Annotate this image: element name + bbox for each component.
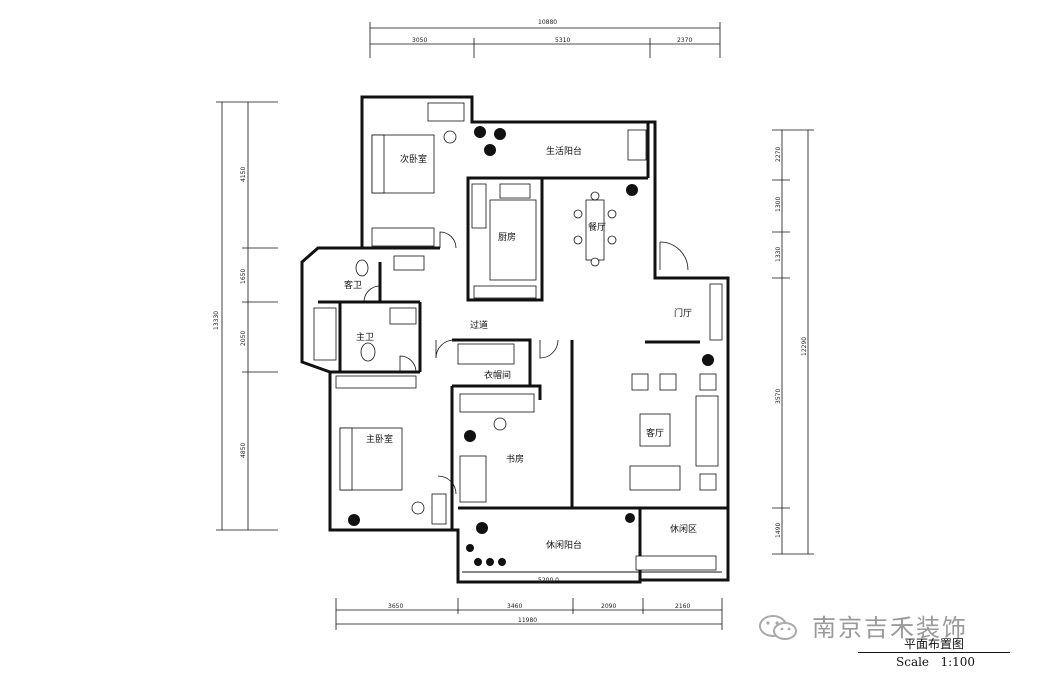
room-foyer: 门厅	[674, 307, 692, 319]
doors	[363, 231, 689, 495]
room-living-balcony: 生活阳台	[546, 145, 582, 157]
balcony-width-label: 5200.0	[538, 577, 559, 584]
dim-top-seg-2: 5310	[555, 37, 570, 44]
room-dining: 餐厅	[588, 221, 606, 233]
dim-top-seg-3: 2370	[677, 37, 692, 44]
dimension-right: 12290 2270 1300 1330 3570 1490	[772, 129, 814, 555]
wechat-icon	[759, 615, 797, 640]
dim-bottom-seg-1: 3650	[388, 603, 403, 610]
room-secondary-bedroom: 次卧室	[400, 153, 427, 165]
room-guest-bath: 客卫	[344, 279, 362, 291]
room-kitchen: 厨房	[498, 231, 516, 243]
furniture	[313, 102, 723, 571]
dim-right-seg-2: 1300	[775, 197, 782, 212]
dim-left-seg-3: 2050	[240, 331, 247, 346]
dim-bottom-total: 11980	[518, 617, 537, 624]
room-master-bedroom: 主卧室	[366, 433, 393, 445]
room-corridor: 过道	[470, 319, 488, 331]
dim-bottom-seg-4: 2160	[675, 603, 690, 610]
dim-top-total: 10880	[538, 19, 557, 26]
room-study: 书房	[506, 453, 524, 465]
dim-left-seg-4: 4850	[240, 443, 247, 458]
dim-right-seg-5: 1490	[775, 523, 782, 538]
dim-right-seg-4: 3570	[775, 389, 782, 404]
dimension-left: 13330 4150 1650 2050 4850	[213, 101, 278, 531]
plan-title: 平面布置图	[904, 637, 965, 651]
plants	[348, 126, 714, 566]
room-labels: 次卧室 生活阳台 厨房 餐厅 客卫 主卫 过道 门厅 衣帽间 主卧室 书房 客厅…	[344, 145, 697, 584]
dim-bottom-seg-2: 3460	[507, 603, 522, 610]
sofa-icon	[695, 395, 719, 467]
room-leisure-balcony: 休闲阳台	[546, 539, 582, 551]
dim-right-total: 12290	[801, 337, 808, 356]
room-master-bath: 主卫	[356, 331, 374, 343]
dim-left-total: 13330	[213, 311, 220, 330]
title-underline	[858, 652, 1010, 653]
dim-left-seg-2: 1650	[240, 269, 247, 284]
watermark-text: 南京吉禾装饰	[812, 614, 968, 642]
room-leisure-area: 休闲区	[670, 523, 697, 535]
scale-label: Scale 1:100	[896, 655, 976, 669]
dim-left-seg-1: 4150	[240, 167, 247, 182]
dimension-bottom: 3650 3460 2090 2160 11980	[335, 598, 723, 630]
dim-right-seg-3: 1330	[775, 247, 782, 262]
room-wardrobe: 衣帽间	[484, 369, 511, 381]
dim-bottom-seg-3: 2090	[601, 603, 616, 610]
dim-right-seg-1: 2270	[775, 147, 782, 162]
dimension-top: 10880 3050 5310 2370	[369, 19, 721, 58]
room-living-room: 客厅	[646, 427, 664, 439]
dim-top-seg-1: 3050	[412, 37, 427, 44]
